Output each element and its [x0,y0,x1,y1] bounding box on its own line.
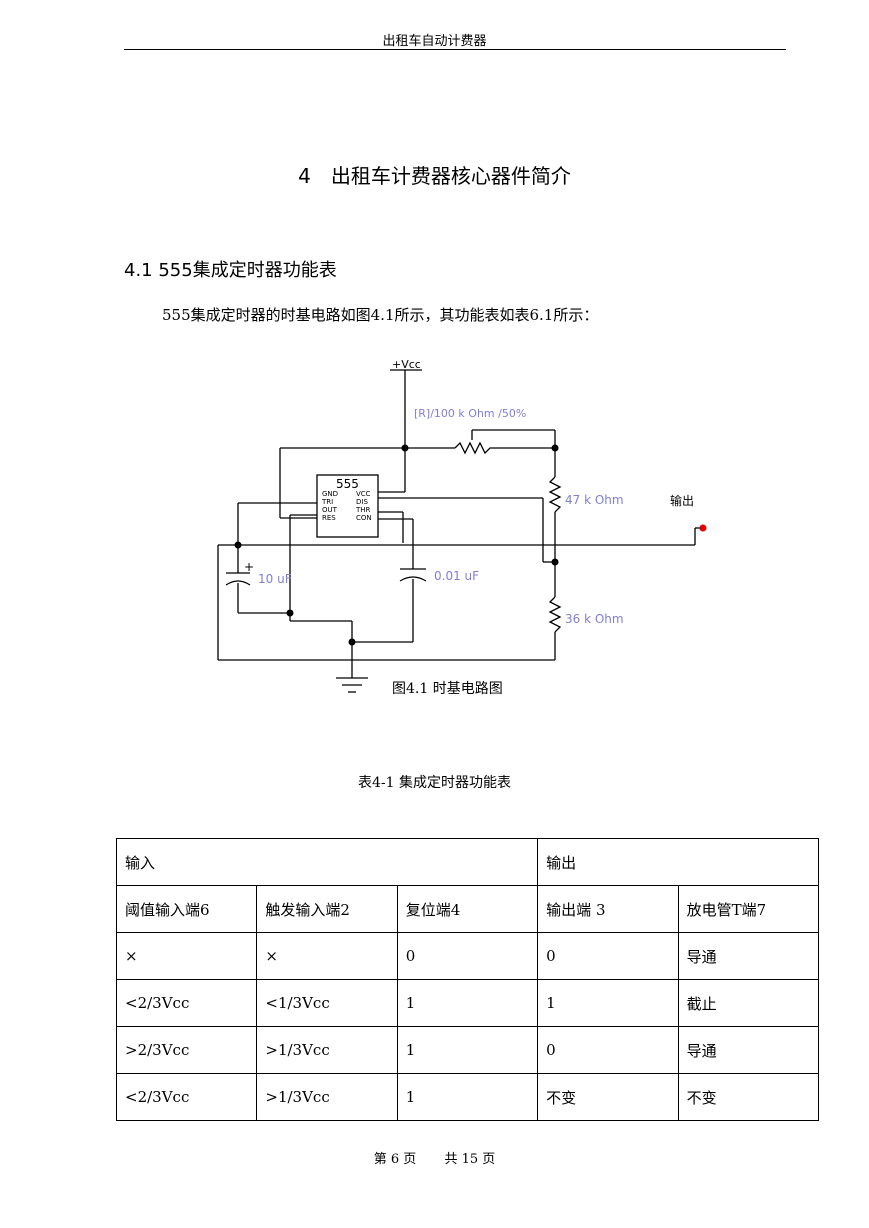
output-label: 输出 [670,493,694,508]
header-rule [124,49,786,50]
table-cell: 1 [396,1026,539,1074]
table-cell: 0 [537,932,679,980]
table-row: <2/3Vcc >1/3Vcc 1 不变 不变 [115,1073,820,1121]
table-cell: 0 [537,1026,679,1074]
table-group-header-row: 输入 输出 [115,838,819,886]
ic-name: 555 [336,477,359,491]
c1-polarity-label: + [244,560,254,574]
table-caption: 表4-1 集成定时器功能表 [358,775,511,791]
column-header: 触发输入端2 [256,885,398,933]
c2-label: 0.01 uF [434,569,479,583]
c1-label: 10 uF [258,572,292,586]
page-number: 第 6 页 [373,1152,417,1167]
chapter-title: 4 出租车计费器核心器件简介 [298,164,571,188]
r1-label: 47 k Ohm [565,493,624,507]
timer-function-table: 输入 输出 阈值输入端6 触发输入端2 复位端4 输出端 3 放电管T端7 × … [115,838,820,1121]
table-cell: >1/3Vcc [256,1026,398,1074]
section-title: 4.1 555集成定时器功能表 [124,260,337,281]
ic-pin-con: CON [356,514,372,522]
column-header: 放电管T端7 [677,885,820,933]
table-cell: 导通 [677,932,820,980]
table-row: >2/3Vcc >1/3Vcc 1 0 导通 [115,1026,820,1074]
body-paragraph: 555集成定时器的时基电路如图4.1所示，其功能表如表6.1所示： [162,306,599,324]
page-header: 出租车自动计费器 [382,34,487,49]
table-cell: 1 [396,1073,539,1121]
column-header: 阈值输入端6 [115,885,258,933]
page-footer: 第 6 页 共 15 页 [0,1148,869,1167]
table-cell: <2/3Vcc [115,1073,258,1121]
group-header-output: 输出 [537,838,819,886]
table-cell: >2/3Vcc [115,1026,258,1074]
ic-pin-out: OUT [322,506,338,514]
table-cell: <2/3Vcc [115,979,258,1027]
table-row: <2/3Vcc <1/3Vcc 1 1 截止 [115,979,820,1027]
figure-caption: 图4.1 时基电路图 [392,681,503,697]
table-cell: 截止 [677,979,820,1027]
column-header: 输出端 3 [537,885,679,933]
output-terminal [699,524,707,532]
table-cell: 1 [537,979,679,1027]
group-header-input: 输入 [115,838,539,886]
column-header: 复位端4 [396,885,539,933]
table-header-row: 阈值输入端6 触发输入端2 复位端4 输出端 3 放电管T端7 [115,885,820,933]
table-cell: 不变 [677,1073,820,1121]
ic-pin-dis: DIS [356,498,368,506]
table-cell: 不变 [537,1073,679,1121]
table-cell: <1/3Vcc [256,979,398,1027]
pot-label: [R]/100 k Ohm /50% [414,407,526,420]
timer-circuit-diagram: +Vcc [R]/100 k Ohm /50% 47 k Ohm 36 k Oh… [217,358,707,693]
vcc-label: +Vcc [392,358,421,371]
ic-pin-tri: TRI [321,498,333,506]
table-cell: 导通 [677,1026,820,1074]
table-cell: >1/3Vcc [256,1073,398,1121]
table-cell: × [256,932,398,980]
ic-pin-gnd: GND [322,490,338,498]
table-cell: 0 [396,932,539,980]
table-row: × × 0 0 导通 [115,932,820,980]
r2-label: 36 k Ohm [565,612,624,626]
ic-pin-res: RES [322,514,336,522]
table-cell: 1 [396,979,539,1027]
page-total: 共 15 页 [444,1152,496,1167]
ic-pin-thr: THR [355,506,371,514]
table-cell: × [115,932,258,980]
ic-pin-vcc: VCC [356,490,371,498]
